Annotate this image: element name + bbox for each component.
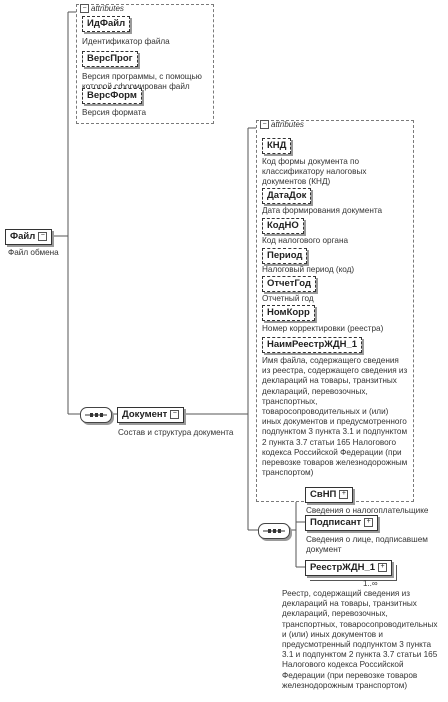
collapse-icon[interactable]: −	[80, 4, 89, 14]
collapse-icon[interactable]: −	[170, 409, 180, 419]
attr-otchetgod[interactable]: ОтчетГод	[262, 276, 316, 292]
sequence-icon	[263, 529, 285, 533]
attr-nomkorr-desc: Номер корректировки (реестра)	[262, 324, 384, 333]
root-element-fail[interactable]: Файл−	[5, 229, 53, 245]
attr-otchetgod-desc: Отчетный год	[262, 294, 314, 303]
attr-versform-desc: Версия формата	[82, 108, 147, 117]
expand-icon[interactable]: +	[364, 517, 374, 527]
sequence-icon	[85, 413, 107, 417]
element-reestrzhdn1-desc: Реестр, содержащий сведения из деклараци…	[282, 589, 438, 690]
attr-kodno[interactable]: КодНО	[262, 218, 304, 234]
attr-naimreestrzhdn1-desc: Имя файла, содержащего сведения из реест…	[262, 356, 408, 478]
element-podpisant-desc: Сведения о лице, подписавшем документ	[306, 535, 428, 555]
attr-knd-desc: Код формы документа по классификатору на…	[262, 157, 367, 187]
attr-naimreestrzhdn1[interactable]: НаимРеестрЖДН_1	[262, 337, 363, 353]
cardinality-label: 1..∞	[363, 579, 378, 588]
expand-icon[interactable]: +	[378, 562, 388, 572]
attr-kodno-desc: Код налогового органа	[262, 236, 349, 245]
element-svnp[interactable]: СвНП+	[305, 487, 354, 503]
collapse-icon[interactable]: −	[38, 231, 48, 241]
attr-knd[interactable]: КНД	[262, 138, 292, 154]
element-svnp-desc: Сведения о налогоплательщике	[306, 506, 429, 515]
element-podpisant[interactable]: Подписант+	[305, 515, 379, 531]
attr-idfail-desc: Идентификатор файла	[82, 37, 170, 46]
element-dokument-desc: Состав и структура документа	[118, 428, 234, 437]
root-element-label: Файл	[10, 231, 36, 242]
attr-nomkorr[interactable]: НомКорр	[262, 305, 315, 321]
element-dokument-label: Документ	[122, 409, 168, 420]
attr-datadok[interactable]: ДатаДок	[262, 188, 312, 204]
root-element-desc: Файл обмена	[8, 248, 59, 257]
expand-icon[interactable]: +	[339, 489, 349, 499]
attr-period[interactable]: Период	[262, 248, 308, 264]
file-attributes-header: −attributes	[80, 4, 124, 14]
attr-versprog[interactable]: ВерсПрог	[82, 51, 138, 67]
attr-idfail[interactable]: ИдФайл	[82, 16, 131, 32]
attr-period-desc: Налоговый период (код)	[262, 265, 355, 274]
attr-datadok-desc: Дата формирования документа	[262, 206, 383, 215]
element-dokument[interactable]: Документ−	[117, 407, 185, 423]
sequence-compositor[interactable]	[80, 407, 112, 423]
attr-versform[interactable]: ВерсФорм	[82, 88, 142, 104]
sequence-compositor-2[interactable]	[258, 523, 290, 539]
document-attributes-header: −attributes	[260, 120, 304, 130]
collapse-icon[interactable]: −	[260, 120, 269, 130]
attr-versprog-desc: Версия программы, с помощью которой сфор…	[82, 72, 202, 92]
element-reestrzhdn1[interactable]: РеестрЖДН_1+	[305, 560, 393, 576]
